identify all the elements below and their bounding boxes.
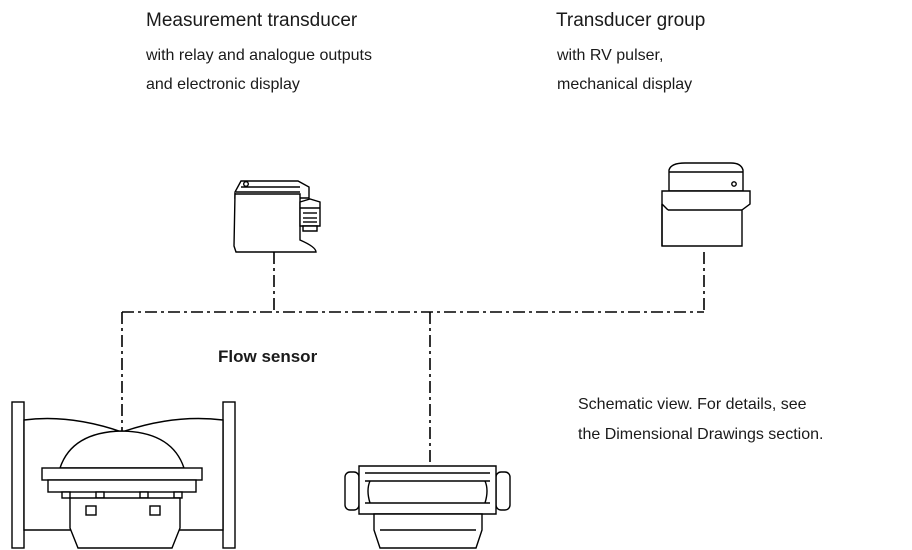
transducer-group-desc-line-2: mechanical display <box>557 76 693 93</box>
measurement-transducer-icon <box>233 180 321 253</box>
measurement-transducer-title: Measurement transducer <box>146 10 358 31</box>
flow-sensor-large-icon <box>11 401 236 549</box>
flow-sensor-label: Flow sensor <box>218 347 318 366</box>
measurement-transducer-desc-line-1: with relay and analogue outputs <box>146 47 372 64</box>
transducer-group-title: Transducer group <box>556 10 706 31</box>
transducer-group-desc-line-1: with RV pulser, <box>557 47 664 64</box>
measurement-transducer-desc-line-2: and electronic display <box>146 76 300 93</box>
schematic-note-line-1: Schematic view. For details, see <box>578 396 807 413</box>
transducer-group-icon <box>661 162 751 247</box>
flow-sensor-small-icon <box>344 465 511 549</box>
schematic-note-line-2: the Dimensional Drawings section. <box>578 426 824 443</box>
connection-lines <box>121 252 705 464</box>
